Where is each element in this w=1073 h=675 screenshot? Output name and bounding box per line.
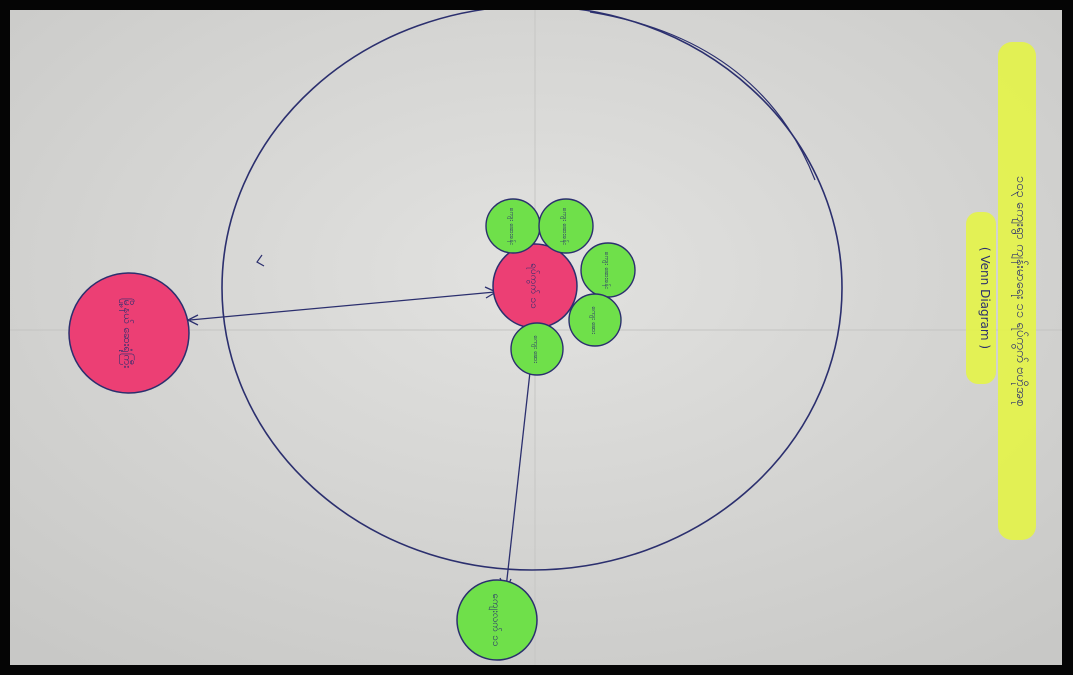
subtitle-text: ( Venn Diagram )	[978, 247, 992, 349]
left-pink-node: မြို့နယ် ဆေးရုံကြီး	[69, 273, 189, 393]
small-green-node: ကျေး ဆေးခန်း	[581, 243, 635, 297]
small-green-node: ကျေး ဆေးခန်း	[539, 199, 593, 253]
small-node-label: ကျေး ဆေး	[589, 306, 598, 334]
small-green-node: ကျေး ဆေး	[569, 294, 621, 346]
title-text: ၁၀၃ ကျေးရွာ ကျန်းမာရေး ၁၁ ရပ်ကွက် ဗဟိုအစ…	[1011, 176, 1029, 406]
small-node-label: ကျေး ဆေး	[531, 335, 540, 363]
center-pink-node: ရပ်ကွက် ၁၁	[493, 244, 577, 328]
left-node-label: မြို့နယ် ဆေးရုံကြီး	[119, 298, 135, 369]
bottom-node-label: ကျေးလက် ၁၁	[488, 594, 503, 647]
small-node-label: ကျေး ဆေးခန်း	[560, 207, 569, 244]
small-green-node: ကျေး ဆေး	[511, 323, 563, 375]
small-node-label: ကျေး ဆေးခန်း	[507, 207, 516, 244]
center-node-label: ရပ်ကွက် ၁၁	[526, 263, 541, 308]
small-node-label: ကျေး ဆေးခန်း	[602, 251, 611, 288]
small-green-node: ကျေး ဆေးခန်း	[486, 199, 540, 253]
bottom-green-node: ကျေးလက် ၁၁	[457, 580, 537, 660]
